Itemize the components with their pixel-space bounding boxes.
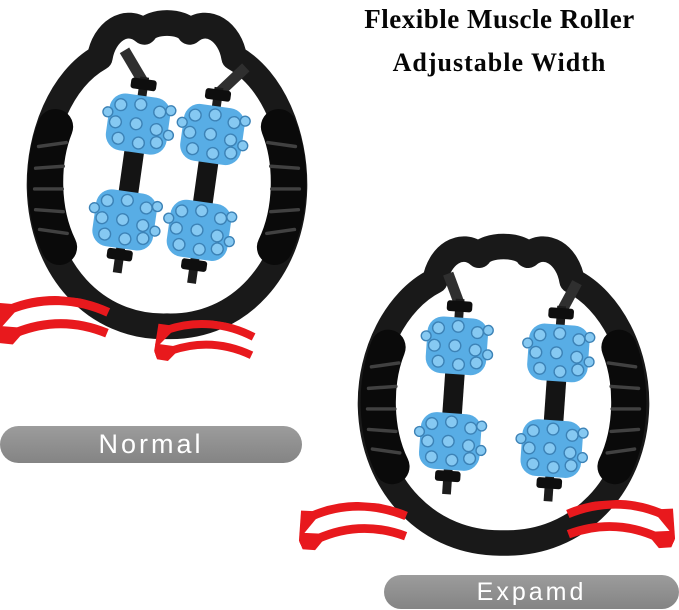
foam-roller-column-left	[81, 72, 181, 278]
muscle-roller-normal-image	[4, 10, 330, 340]
foam-roller-column-left	[410, 296, 496, 496]
expanded-caption-badge: Expamd	[384, 575, 679, 609]
roller-frame	[26, 10, 308, 340]
roll-right-arrow-icon	[558, 496, 675, 555]
title-line-1: Flexible Muscle Roller	[364, 4, 635, 34]
right-grip	[267, 127, 300, 248]
normal-caption-text: Normal	[98, 429, 204, 459]
expanded-caption-text: Expamd	[476, 577, 587, 606]
muscle-roller-expanded-image	[332, 233, 676, 556]
left-grip	[368, 347, 400, 466]
foam-roller-column-right	[512, 304, 598, 504]
roller-assembly	[410, 271, 599, 504]
roll-left-arrow-icon	[298, 498, 415, 557]
product-title: Flexible Muscle Roller Adjustable Width	[320, 4, 679, 78]
right-grip	[607, 347, 639, 466]
title-line-2: Adjustable Width	[392, 48, 607, 77]
left-grip	[35, 127, 68, 248]
roller-frame	[357, 233, 650, 556]
roller-assembly	[81, 47, 259, 289]
normal-caption-badge: Normal	[0, 426, 302, 463]
